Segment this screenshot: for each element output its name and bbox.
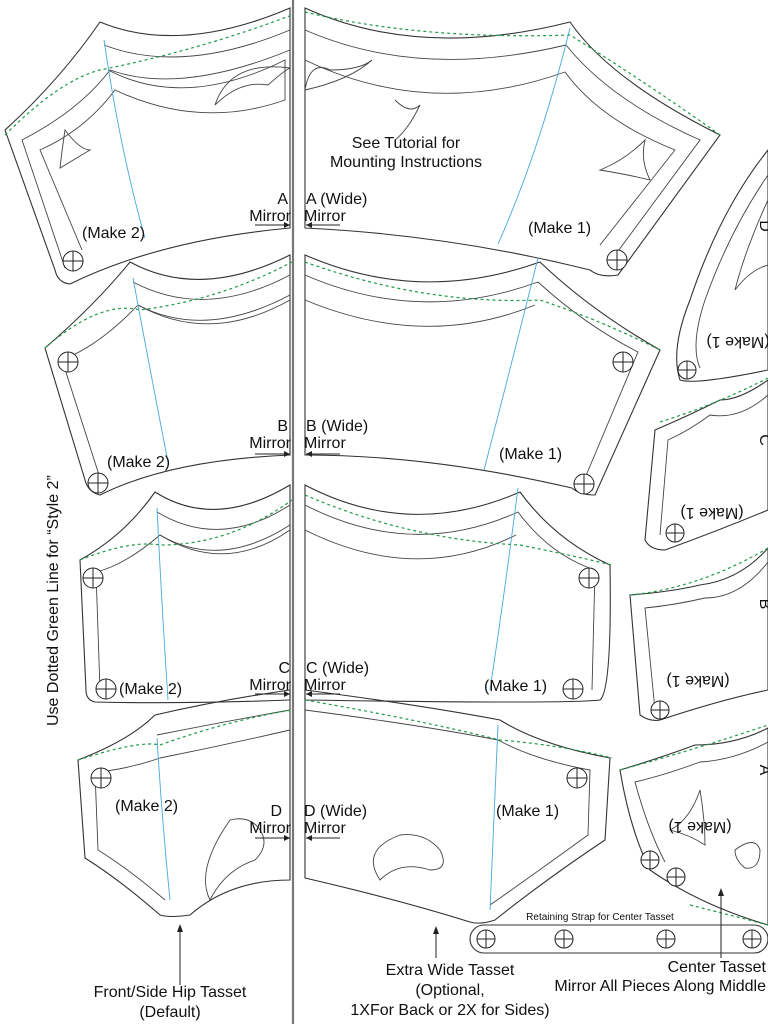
piece-letter-b: B <box>277 418 288 435</box>
make2-label-c: (Make 2) <box>119 681 182 698</box>
mirror-arrows <box>255 222 340 841</box>
make1-label-center-c: (Make 1) <box>680 504 743 521</box>
extra-wide-tasset-usage: 1XFor Back or 2X for Sides) <box>350 1002 549 1019</box>
mirror-all-instruction: Mirror All Pieces Along Middle <box>554 978 766 995</box>
retaining-strap-label: Retaining Strap for Center Tasset <box>526 912 674 923</box>
make1-label-center-d: (Make 1) <box>706 333 768 350</box>
make1-label-c: (Make 1) <box>484 678 547 695</box>
center-letter-d: D <box>756 220 768 232</box>
tasset-piece-d-left <box>77 689 293 918</box>
tasset-piece-c-left <box>79 484 293 704</box>
make1-label-a: (Make 1) <box>528 220 591 237</box>
center-letter-a: A <box>756 765 768 776</box>
tasset-piece-b-right <box>304 254 661 496</box>
center-tasset-title: Center Tasset <box>668 959 767 976</box>
retaining-strap <box>469 924 768 954</box>
style2-instruction: Use Dotted Green Line for “Style 2” <box>45 475 62 726</box>
tutorial-text-line1: See Tutorial for <box>352 135 461 152</box>
tasset-piece-a-right <box>304 7 721 277</box>
rivet-icons <box>57 249 762 949</box>
center-letter-c: C <box>756 434 768 446</box>
piece-letter-c-wide: C (Wide) <box>306 660 369 677</box>
tasset-piece-a-left <box>4 7 293 285</box>
mirror-label-b-right: Mirror <box>304 435 346 452</box>
front-side-tasset-title: Front/Side Hip Tasset <box>94 984 247 1001</box>
mirror-label-a-right: Mirror <box>304 208 346 225</box>
tasset-piece-d-right <box>304 689 613 924</box>
make2-label-d: (Make 2) <box>115 798 178 815</box>
callout-pointers <box>177 888 724 985</box>
tasset-piece-c-right <box>304 484 613 703</box>
make1-label-d: (Make 1) <box>496 803 559 820</box>
piece-letter-c: C <box>278 660 290 677</box>
piece-letter-d: D <box>270 803 282 820</box>
mirror-label-c-left: Mirror <box>249 677 291 694</box>
make1-label-center-b: (Make 1) <box>666 672 729 689</box>
mirror-label-c-right: Mirror <box>304 677 346 694</box>
make2-label-a: (Make 2) <box>82 225 145 242</box>
center-piece-c <box>644 377 768 551</box>
mirror-label-d-right: Mirror <box>304 820 346 837</box>
mirror-label-d-left: Mirror <box>249 820 291 837</box>
make2-label-b: (Make 2) <box>107 454 170 471</box>
make1-label-center-a: (Make 1) <box>668 818 731 835</box>
make1-label-b: (Make 1) <box>499 446 562 463</box>
piece-letter-a: A <box>277 191 288 208</box>
extra-wide-tasset-title: Extra Wide Tasset <box>386 962 515 979</box>
piece-letter-a-wide: A (Wide) <box>306 191 367 208</box>
center-letter-b: B <box>756 599 768 610</box>
tasset-piece-b-left <box>44 254 293 496</box>
mirror-label-a-left: Mirror <box>249 208 291 225</box>
center-piece-d <box>676 149 768 382</box>
center-piece-a <box>619 724 768 926</box>
extra-wide-tasset-optional: (Optional, <box>415 982 484 999</box>
center-piece-b <box>629 547 768 721</box>
mirror-label-b-left: Mirror <box>249 435 291 452</box>
piece-letter-d-wide: D (Wide) <box>304 803 367 820</box>
tutorial-text-line2: Mounting Instructions <box>330 154 482 171</box>
front-side-tasset-default: (Default) <box>139 1004 200 1021</box>
piece-letter-b-wide: B (Wide) <box>306 418 368 435</box>
